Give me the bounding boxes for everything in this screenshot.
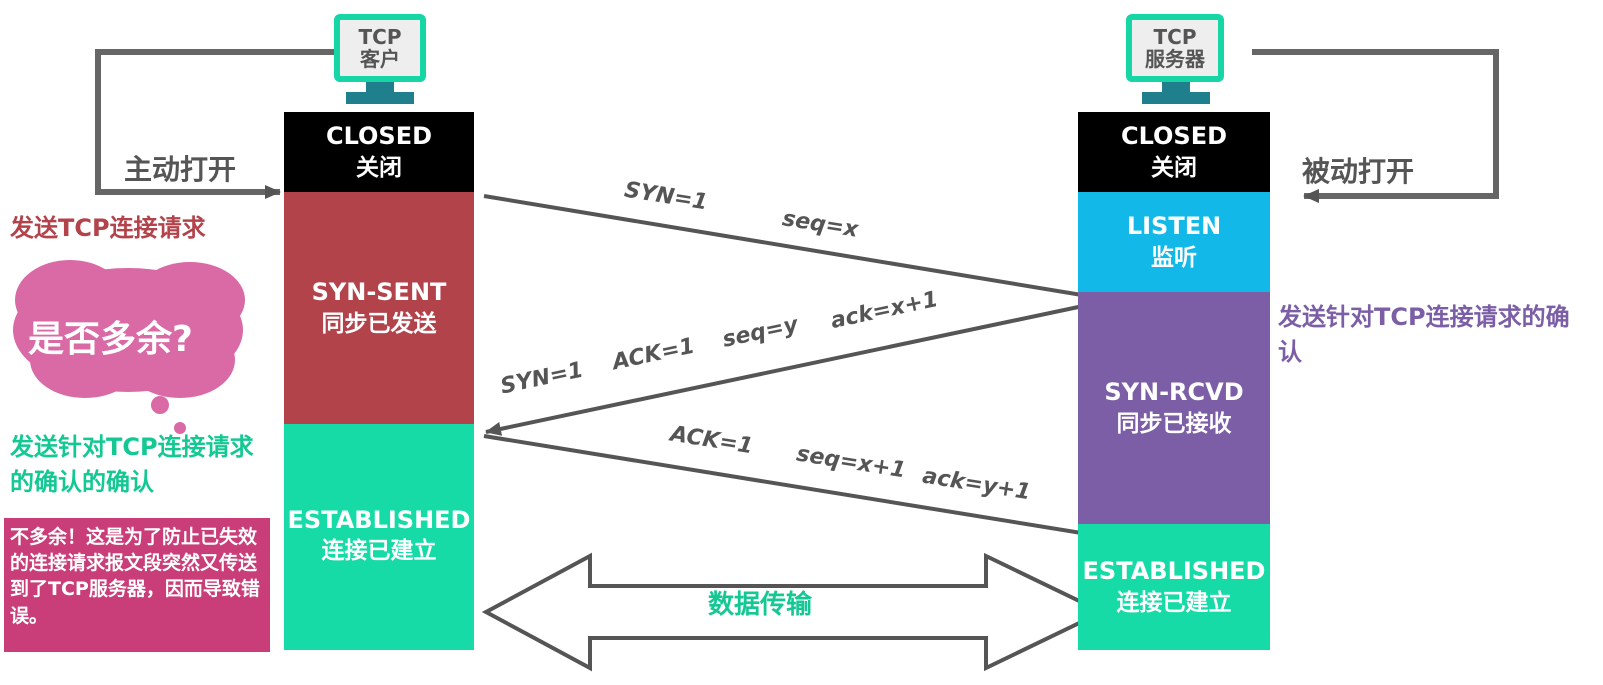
client-established-en: ESTABLISHED: [287, 506, 471, 534]
server-state-syn-rcvd: SYN-RCVD 同步已接收: [1078, 292, 1270, 524]
server-computer-icon: TCP 服务器: [1126, 14, 1224, 82]
syn-ack-arrow: [485, 300, 1103, 436]
client-computer-stand: [366, 82, 394, 92]
active-open-connector: [95, 49, 334, 199]
server-established-en: ESTABLISHED: [1082, 557, 1266, 586]
server-state-listen: LISTEN 监听: [1078, 192, 1270, 292]
thought-cloud: [13, 260, 245, 434]
server-computer-label-1: TCP: [1153, 25, 1197, 49]
ack-arrow: [483, 434, 1101, 541]
client-closed-zh: 关闭: [356, 154, 402, 181]
server-computer-stand: [1162, 82, 1190, 92]
passive-open-label: 被动打开: [1302, 155, 1415, 188]
client-state-established: ESTABLISHED 连接已建立: [284, 424, 474, 650]
client-computer-icon: TCP 客户: [334, 14, 426, 82]
answer-note: 不多余！这是为了防止已失效的连接请求报文段突然又传送到了TCP服务器，因而导致错…: [4, 518, 270, 652]
client-closed-en: CLOSED: [325, 122, 433, 151]
client-computer-label-2: 客户: [360, 47, 400, 71]
data-transfer-label: 数据传输: [708, 590, 813, 620]
server-computer-base: [1142, 92, 1210, 104]
passive-open-connector: [1252, 49, 1499, 203]
server-established-zh: 连接已建立: [1116, 589, 1232, 616]
ack-of-ack-label: 发送针对TCP连接请求的确认的确认: [10, 433, 254, 496]
client-state-syn-sent: SYN-SENT 同步已发送: [284, 192, 474, 424]
server-closed-zh: 关闭: [1151, 154, 1197, 181]
client-state-closed: CLOSED 关闭: [284, 112, 474, 192]
cloud-question: 是否多余?: [28, 319, 193, 360]
server-ack-label: 发送针对TCP连接请求的确认: [1278, 303, 1570, 366]
syn-arrow: [483, 194, 1101, 303]
client-computer-label-1: TCP: [358, 25, 402, 49]
client-established-zh: 连接已建立: [321, 538, 437, 565]
syn-rcvd-en: SYN-RCVD: [1104, 378, 1244, 407]
client-computer-base: [346, 92, 414, 104]
server-state-established: ESTABLISHED 连接已建立: [1078, 524, 1270, 650]
active-open-label: 主动打开: [124, 153, 237, 186]
listen-zh: 监听: [1151, 244, 1197, 271]
syn-rcvd-zh: 同步已接收: [1116, 410, 1232, 437]
server-closed-en: CLOSED: [1120, 122, 1228, 151]
syn-sent-zh: 同步已发送: [321, 310, 437, 337]
syn-sent-en: SYN-SENT: [311, 278, 447, 307]
listen-en: LISTEN: [1126, 212, 1222, 241]
server-state-closed: CLOSED 关闭: [1078, 112, 1270, 192]
send-request-label: 发送TCP连接请求: [10, 214, 206, 242]
server-computer-label-2: 服务器: [1145, 47, 1205, 71]
